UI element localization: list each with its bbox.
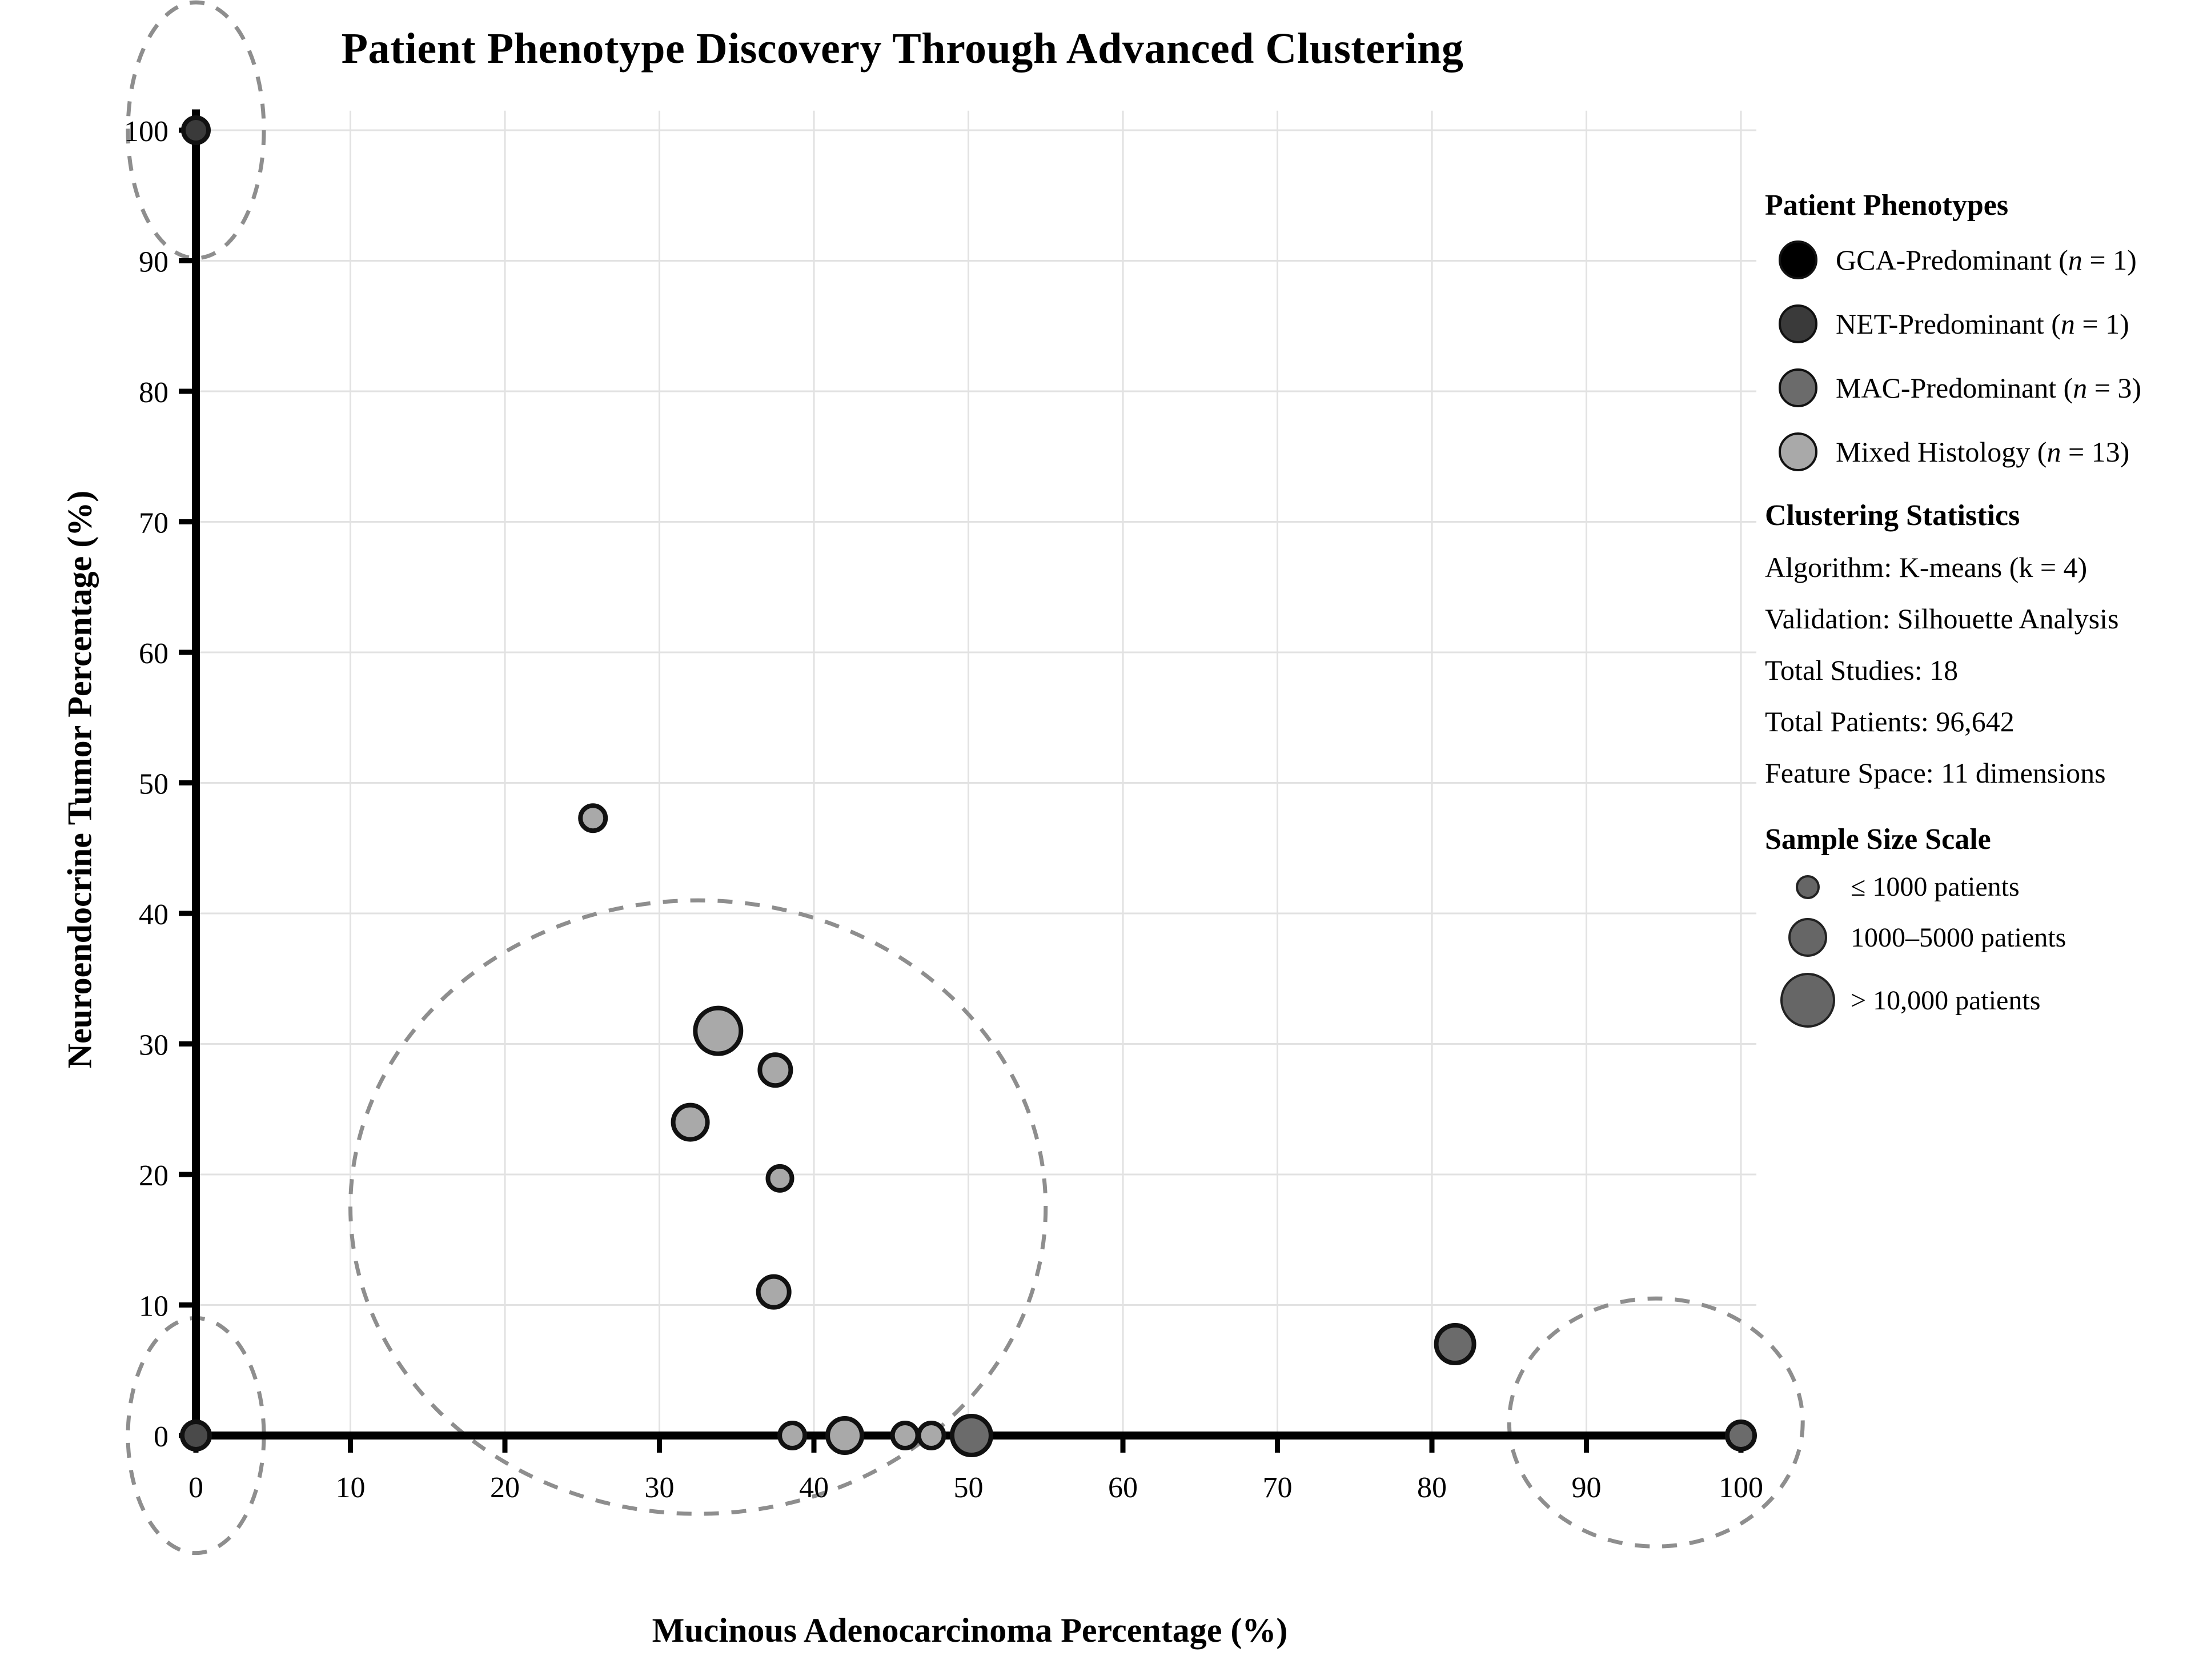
phenotype-legend-item[interactable]: Mixed Histology (n = 13): [1765, 420, 2205, 484]
data-point-mixed-histology: [757, 1052, 793, 1088]
x-tick-label: 80: [1417, 1471, 1447, 1504]
statistic-line: Feature Space: 11 dimensions: [1765, 757, 2106, 789]
clustering-statistics-block: Clustering Statistics Algorithm: K-means…: [1765, 499, 2205, 789]
x-tick-label: 90: [1572, 1471, 1602, 1504]
phenotype-swatch-circle-icon: [1779, 304, 1817, 343]
x-tick-label: 50: [954, 1471, 984, 1504]
y-tick-label: 80: [139, 376, 168, 409]
statistics-list: Algorithm: K-means (k = 4) Validation: Si…: [1765, 551, 2205, 789]
data-point-mac-predominant: [949, 1414, 993, 1457]
statistic-line: Total Patients: 96,642: [1765, 705, 2015, 737]
data-point-mac-predominant: [1725, 1420, 1757, 1452]
y-tick-label: 60: [139, 637, 168, 670]
y-tick-label: 50: [139, 768, 168, 801]
sample-size-heading: Sample Size Scale: [1765, 823, 1991, 856]
scatter-plot-area: 0 10 20 30 40 50 60 70 80 90 100 0 10 20 30 40 50 60 70 80 9…: [61, 0, 1805, 1649]
phenotype-legend-label: MAC-Predominant (n = 3): [1836, 372, 2142, 404]
sample-size-legend-list: ≤ 1000 patients 1000–5000 patients > 10,00…: [1765, 871, 2205, 1028]
sample-size-legend-label: ≤ 1000 patients: [1851, 872, 2020, 902]
phenotype-legend-item[interactable]: GCA-Predominant (n = 1): [1765, 228, 2205, 292]
phenotype-legend-item[interactable]: NET-Predominant (n = 1): [1765, 292, 2205, 356]
sample-size-legend-item: 1000–5000 patients: [1765, 917, 2205, 957]
cluster-boundary-ellipses: [126, 0, 1805, 1555]
sample-size-scale-block: Sample Size Scale ≤ 1000 patients 1000–50…: [1765, 823, 2205, 1028]
x-tick-label: 0: [188, 1471, 203, 1504]
phenotype-swatch-circle-icon: [1779, 240, 1817, 279]
statistic-line: Algorithm: K-means (k = 4): [1765, 551, 2088, 583]
y-axis-title: Neuroendocrine Tumor Percentage (%): [61, 490, 99, 1069]
x-tick-label: 40: [799, 1471, 829, 1504]
data-point-gca-predominant: [180, 1420, 212, 1452]
y-tick-label: 90: [139, 246, 168, 279]
y-tick-label: 0: [154, 1421, 168, 1453]
sample-size-swatch-cell: [1765, 917, 1851, 957]
phenotype-legend-item[interactable]: MAC-Predominant (n = 3): [1765, 356, 2205, 420]
x-tick-label: 70: [1263, 1471, 1293, 1504]
data-point-mixed-histology: [916, 1421, 946, 1450]
data-point-mixed-histology: [765, 1164, 794, 1193]
y-tick-label: 100: [124, 115, 168, 148]
phenotype-legend-list: GCA-Predominant (n = 1) NET-Predominant (…: [1765, 228, 2205, 484]
phenotypes-heading: Patient Phenotypes: [1765, 189, 2009, 222]
sample-size-legend-item: ≤ 1000 patients: [1765, 871, 2205, 903]
data-point-mixed-histology: [693, 1005, 744, 1056]
phenotype-swatch-circle-icon: [1779, 432, 1817, 471]
y-tick-label: 40: [139, 899, 168, 931]
y-tick-label: 30: [139, 1029, 168, 1062]
phenotype-legend-label: Mixed Histology (n = 13): [1836, 436, 2130, 468]
statistic-line: Validation: Silhouette Analysis: [1765, 603, 2119, 635]
axis-lines: [192, 109, 1746, 1440]
page-title: Patient Phenotype Discovery Through Adva…: [341, 25, 1464, 73]
cluster-ellipse-mixed-histology-cluster: [348, 898, 1048, 1516]
cluster-ellipse-net-cluster: [126, 0, 266, 260]
axis-tick-labels: 0 10 20 30 40 50 60 70 80 90 100 0 10 20 30 40 50 60 70 80 9…: [124, 115, 1763, 1504]
gridlines: [196, 110, 1757, 1436]
x-axis-title: Mucinous Adenocarcinoma Percentage (%): [652, 1611, 1288, 1649]
x-tick-label: 10: [336, 1471, 366, 1504]
data-point-mixed-histology: [578, 803, 608, 833]
sample-size-swatch-cell: [1765, 875, 1851, 900]
data-point-mixed-histology: [890, 1421, 920, 1450]
sample-size-swatch-circle-icon: [1796, 875, 1820, 899]
y-tick-label: 70: [139, 507, 168, 540]
data-point-mixed-histology: [777, 1421, 808, 1450]
x-tick-label: 100: [1719, 1471, 1763, 1504]
data-point-group: [180, 115, 1757, 1457]
sample-size-legend-item: > 10,000 patients: [1765, 972, 2205, 1028]
y-tick-label: 10: [139, 1290, 168, 1323]
statistic-line: Total Studies: 18: [1765, 654, 1959, 686]
sample-size-swatch-circle-icon: [1780, 973, 1835, 1028]
statistics-heading: Clustering Statistics: [1765, 499, 2020, 532]
cluster-ellipse-mac-cluster: [1507, 1296, 1805, 1549]
sample-size-swatch-cell: [1765, 972, 1851, 1028]
sample-size-legend-label: 1000–5000 patients: [1851, 922, 2066, 953]
data-point-mixed-histology: [756, 1274, 792, 1310]
phenotype-legend-label: GCA-Predominant (n = 1): [1836, 244, 2137, 276]
data-point-net-predominant: [181, 115, 211, 145]
data-point-mac-predominant: [1434, 1323, 1476, 1366]
sample-size-swatch-circle-icon: [1788, 918, 1827, 957]
phenotype-swatch-circle-icon: [1779, 368, 1817, 407]
x-tick-label: 60: [1108, 1471, 1138, 1504]
data-point-mixed-histology: [825, 1416, 865, 1455]
phenotype-legend-label: NET-Predominant (n = 1): [1836, 308, 2129, 340]
x-tick-label: 20: [490, 1471, 520, 1504]
legend-panel: Patient Phenotypes GCA-Predominant (n = …: [1765, 189, 2205, 1028]
axis-ticks: [179, 127, 1744, 1453]
y-tick-label: 20: [139, 1160, 168, 1192]
plot-svg: 0 10 20 30 40 50 60 70 80 90 100 0 10 20 30 40 50 60 70 80 9…: [124, 0, 1805, 1555]
x-tick-label: 30: [645, 1471, 675, 1504]
sample-size-legend-label: > 10,000 patients: [1851, 985, 2041, 1016]
data-point-mixed-histology: [671, 1102, 710, 1142]
